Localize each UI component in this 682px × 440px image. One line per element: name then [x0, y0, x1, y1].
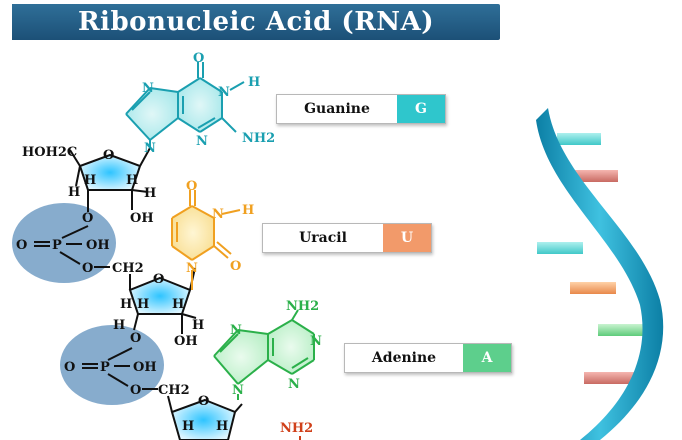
helix-bar-green-1 [598, 324, 644, 336]
base-letter-adenine: A [463, 344, 511, 372]
phosphate2-ch2: CH2 [158, 383, 190, 398]
base-label-adenine: Adenine A [344, 343, 512, 373]
ribose-sugar-2 [128, 267, 197, 334]
uracil-o-right: O [230, 259, 241, 274]
sugar1-h-inner-left: H [84, 173, 96, 188]
guanine-n1: N [218, 85, 230, 100]
base-name-uracil: Uracil [299, 230, 347, 246]
sugar2-h-lower: H [113, 318, 125, 333]
base-label-guanine: Guanine G [276, 94, 446, 124]
phosphate2-o-double: O [64, 360, 75, 375]
phosphate-2-bonds [82, 347, 158, 390]
sugar1-h-right: H [144, 186, 156, 201]
phosphate2-o-lower: O [130, 383, 141, 398]
phosphate1-ch2: CH2 [112, 261, 144, 276]
adenine-n3: N [288, 377, 300, 392]
guanine-nh2: NH2 [242, 131, 275, 146]
sugar3-h-inner-left: H [182, 419, 194, 434]
rna-helix-illustration [536, 108, 664, 440]
uracil-structure [171, 190, 241, 290]
adenine-n7: N [230, 323, 242, 338]
uracil-n1: N [186, 261, 198, 276]
guanine-n9: N [144, 141, 156, 156]
sugar3-h-inner-right: H [216, 419, 228, 434]
helix-bar-teal-1 [557, 133, 601, 145]
sugar1-o: O [82, 211, 93, 226]
sugar1-h-inner-right: H [126, 173, 138, 188]
guanine-n7: N [142, 81, 154, 96]
adenine-nh2: NH2 [286, 299, 319, 314]
phosphate-group-1 [12, 203, 116, 283]
sugar2-oh: OH [174, 334, 198, 349]
sugar3-ring-o: O [198, 394, 209, 409]
guanine-o: O [193, 51, 204, 66]
uracil-n3: N [212, 207, 224, 222]
helix-bar-teal-2 [537, 242, 583, 254]
uracil-h: H [242, 203, 254, 218]
sugar2-ring-o: O [153, 272, 164, 287]
ribose-sugar-3 [167, 395, 243, 440]
phosphate-group-2 [60, 325, 164, 405]
adenine-n9: N [232, 383, 244, 398]
phosphate1-p: P [52, 238, 62, 253]
adenine-structure [213, 309, 315, 400]
page-title: Ribonucleic Acid (RNA) [77, 7, 435, 37]
helix-bar-red-2 [584, 372, 636, 384]
sugar2-h-right: H [192, 318, 204, 333]
guanine-h: H [248, 75, 260, 90]
adenine-n1: N [310, 334, 322, 349]
ribose-sugar-1 [69, 147, 151, 212]
guanine-n3: N [196, 134, 208, 149]
sugar1-ring-o: O [103, 148, 114, 163]
sugar2-h-inner-right: H [172, 297, 184, 312]
phosphate1-o-lower: O [82, 261, 93, 276]
base-letter-uracil: U [383, 224, 431, 252]
sugar1-h-left: H [68, 185, 80, 200]
base-label-uracil: Uracil U [262, 223, 432, 253]
helix-bar-red-1 [570, 170, 618, 182]
guanine-structure [125, 62, 245, 148]
base-name-adenine: Adenine [371, 350, 437, 366]
title-banner: Ribonucleic Acid (RNA) [12, 4, 500, 40]
helix-strand [536, 108, 664, 440]
uracil-o-top: O [186, 179, 197, 194]
phosphate2-oh: OH [133, 360, 157, 375]
phosphate1-o-double: O [16, 238, 27, 253]
phosphate2-p: P [100, 360, 110, 375]
sugar2-h-inner-left: H [137, 297, 149, 312]
helix-bar-orange-1 [570, 282, 616, 294]
base-name-guanine: Guanine [304, 101, 370, 117]
base-letter-guanine: G [397, 95, 445, 123]
phosphate-1-bonds [34, 225, 110, 268]
label-hoh2c: HOH2C [22, 145, 77, 160]
sugar2-o: O [130, 331, 141, 346]
next-base-nh2: NH2 [280, 421, 313, 436]
sugar2-h-left: H [120, 297, 132, 312]
phosphate1-oh: OH [86, 238, 110, 253]
sugar1-oh: OH [130, 211, 154, 226]
